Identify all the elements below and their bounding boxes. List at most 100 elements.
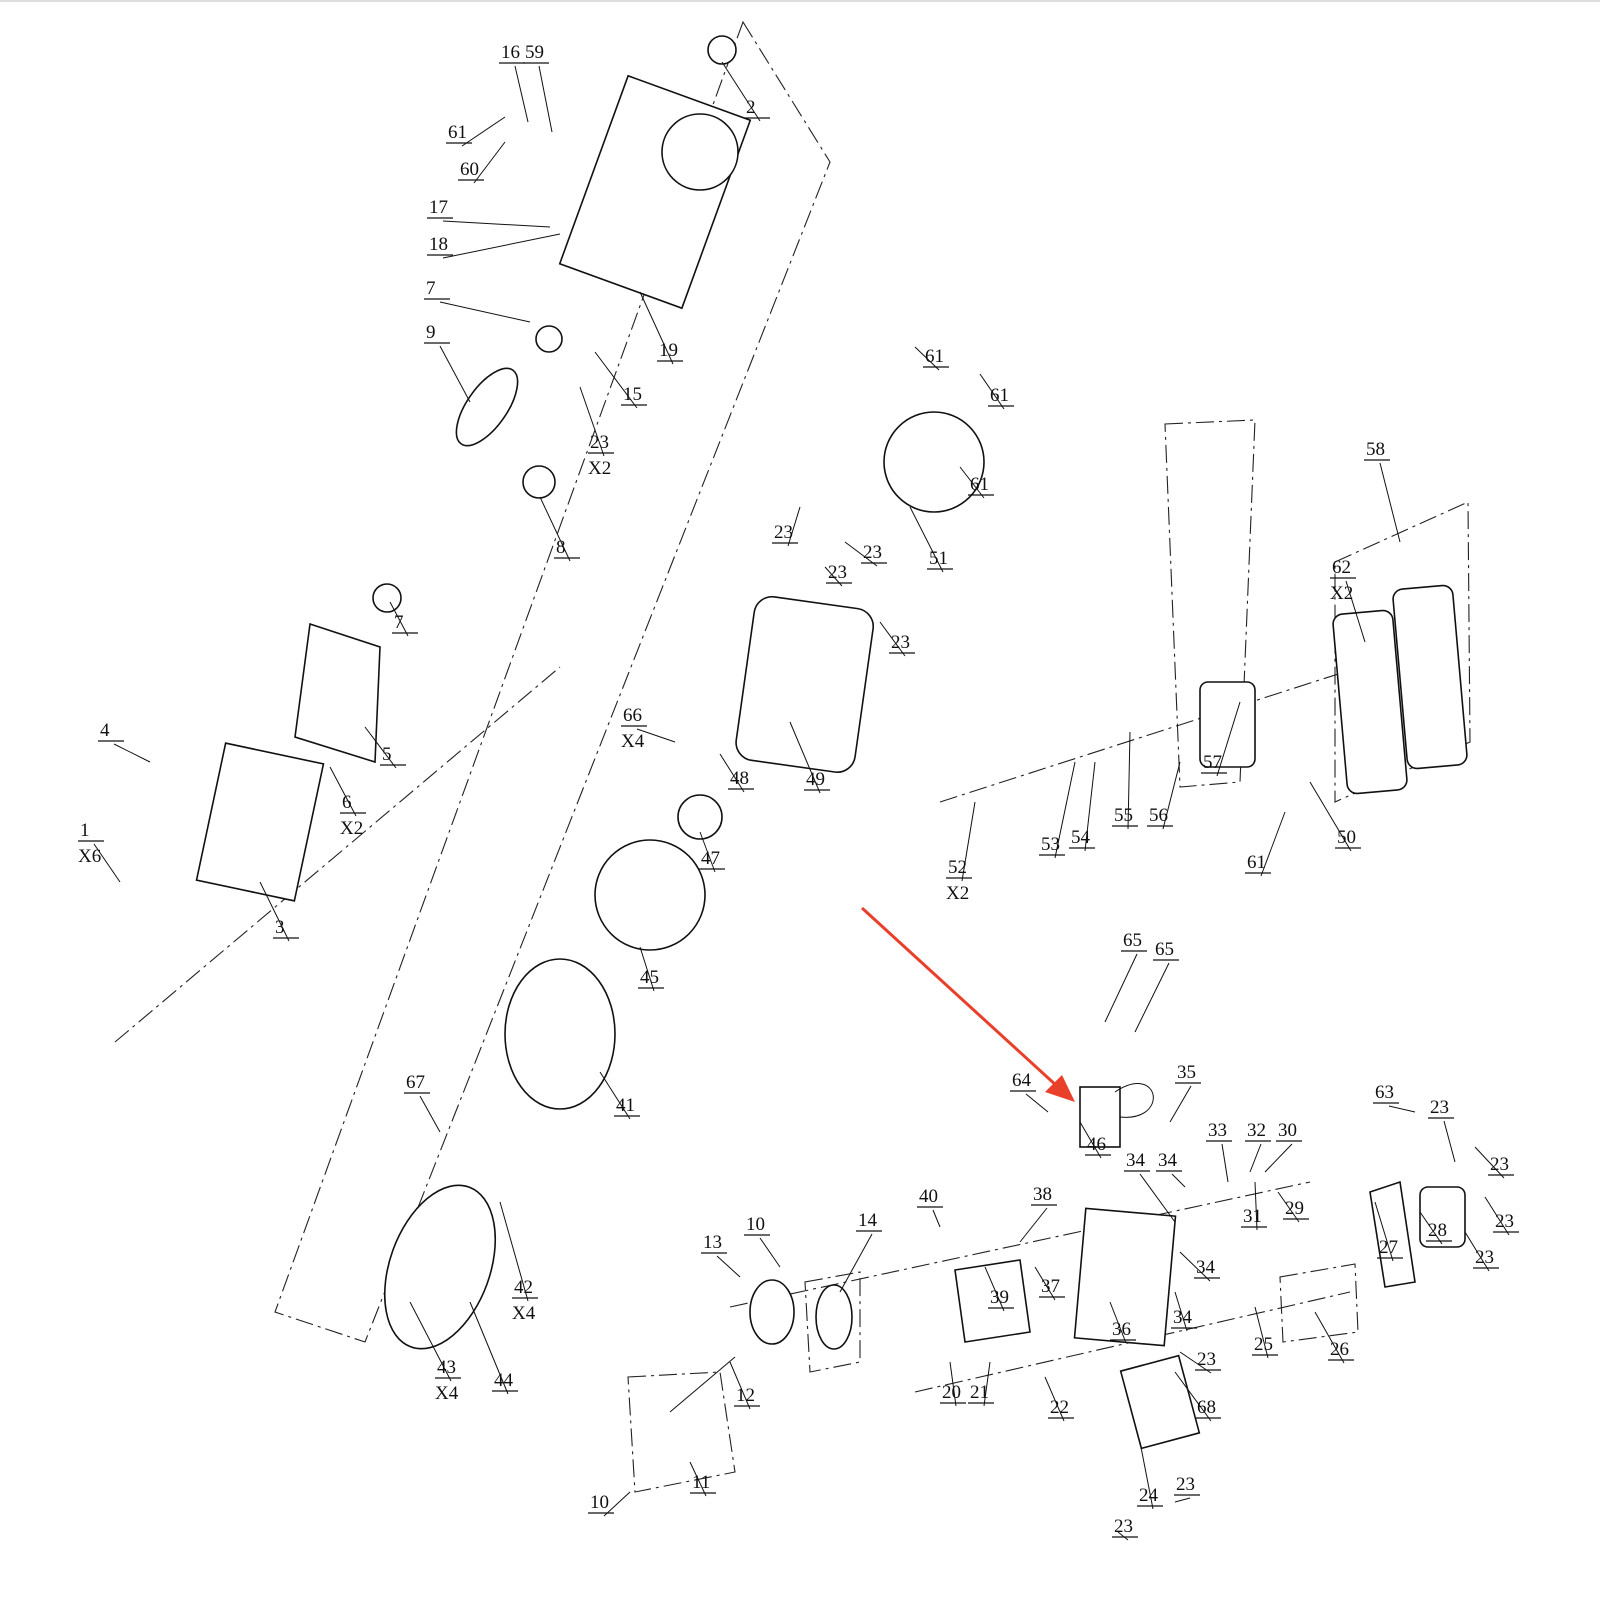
cylinder-head-part (1073, 1207, 1177, 1347)
crankshaft-part (455, 367, 519, 447)
part-number-label: 3 (275, 917, 285, 938)
part-number-label: 59 (525, 42, 544, 63)
leader-line (1254, 1306, 1269, 1359)
leader-line (729, 1361, 751, 1410)
part-number-label: 23 (1114, 1516, 1133, 1537)
arrow-head-icon (1045, 1075, 1075, 1102)
leader-line (909, 506, 944, 573)
flywheel-part (504, 958, 616, 1110)
part-number-label: 41 (616, 1095, 635, 1116)
leader-line (1084, 761, 1096, 852)
leader-line (1174, 1371, 1212, 1422)
part-number-label: 53 (1041, 834, 1060, 855)
leader-line (1277, 1191, 1300, 1223)
leader-line (1419, 1211, 1443, 1245)
part-number-label: 34 (1196, 1257, 1216, 1278)
leader-line (879, 621, 906, 657)
piston-part (749, 1279, 795, 1345)
valve-frame (1279, 1263, 1359, 1343)
part-number-label: 23 (1495, 1211, 1514, 1232)
part-number-label: 27 (1379, 1237, 1398, 1258)
leader-line (469, 1301, 509, 1395)
part-number-label: 17 (429, 197, 448, 218)
part-quantity-label: X2 (946, 883, 969, 904)
part-number-label: 2 (746, 97, 756, 118)
part-number-label: 32 (1247, 1120, 1266, 1141)
leader-line (1254, 1181, 1258, 1231)
leader-line (984, 1266, 1005, 1312)
leader-line (461, 116, 506, 147)
stator-part (383, 1184, 497, 1350)
part-number-label: 8 (556, 537, 566, 558)
leader-line (639, 291, 674, 365)
leader-line (1264, 1143, 1293, 1173)
part-number-label: 47 (701, 848, 720, 869)
leader-line (961, 801, 976, 882)
crankcase-cover-part (195, 742, 325, 902)
part-number-label: 44 (494, 1370, 514, 1391)
part-quantity-label: X4 (621, 731, 645, 752)
part-number-label: 20 (942, 1382, 961, 1403)
piston-rings-part (815, 1284, 853, 1350)
part-number-label: 54 (1071, 827, 1091, 848)
part-number-label: 6 (342, 792, 352, 813)
part-number-label: 1 (80, 820, 90, 841)
part-number-label: 31 (1243, 1206, 1262, 1227)
leader-line (1179, 1251, 1211, 1282)
part-number-label: 61 (1247, 852, 1266, 873)
leader-line (914, 346, 940, 371)
part-number-label: 7 (426, 278, 436, 299)
part-number-label: 48 (730, 768, 749, 789)
leader-line (1127, 731, 1131, 830)
part-number-label: 62 (1332, 557, 1351, 578)
part-number-label: 46 (1087, 1134, 1106, 1155)
leader-line (636, 728, 676, 743)
leader-line (639, 946, 655, 992)
arrow-shaft (860, 906, 1060, 1089)
oil-seal-part (707, 35, 737, 65)
leader-line (603, 1491, 631, 1517)
part-number-label: 61 (990, 385, 1009, 406)
leader-line (1345, 580, 1366, 643)
leader-line (959, 466, 985, 499)
leader-line (689, 1461, 707, 1497)
part-quantity-label: X4 (512, 1303, 536, 1324)
crankcase-part (558, 74, 752, 310)
leader-line (721, 61, 761, 122)
leader-line (1474, 1146, 1505, 1179)
leader-line (389, 601, 409, 637)
part-number-label: 9 (426, 322, 436, 343)
leader-line (1104, 953, 1138, 1023)
part-number-label: 38 (1033, 1184, 1052, 1205)
leader-line (514, 65, 529, 123)
part-number-label: 67 (406, 1072, 425, 1093)
leader-line (844, 541, 878, 567)
leader-line (599, 1071, 631, 1120)
leader-line (1174, 1291, 1188, 1332)
leader-line (699, 831, 716, 873)
part-number-label: 66 (623, 705, 642, 726)
leader-line (1139, 1441, 1154, 1510)
part-number-label: 50 (1337, 827, 1356, 848)
part-number-label: 23 (1197, 1349, 1216, 1370)
leader-line (442, 233, 561, 259)
part-number-label: 36 (1112, 1319, 1131, 1340)
part-number-label: 61 (970, 474, 989, 495)
part-quantity-label: X6 (78, 846, 101, 867)
leader-line (538, 65, 553, 133)
part-number-label: 65 (1123, 930, 1142, 951)
part-number-label: 34 (1158, 1150, 1178, 1171)
main-assembly-frame (274, 20, 831, 1343)
leader-line (1388, 1105, 1416, 1113)
part-number-label: 39 (990, 1287, 1009, 1308)
leader-line (1309, 781, 1352, 852)
leader-line (1216, 701, 1241, 777)
part-number-label: 64 (1012, 1070, 1032, 1091)
part-number-label: 30 (1278, 1120, 1297, 1141)
leader-line (1054, 761, 1076, 859)
leader-line (1374, 1201, 1394, 1262)
leader-line (1171, 1173, 1186, 1188)
leader-line (1443, 1120, 1456, 1163)
